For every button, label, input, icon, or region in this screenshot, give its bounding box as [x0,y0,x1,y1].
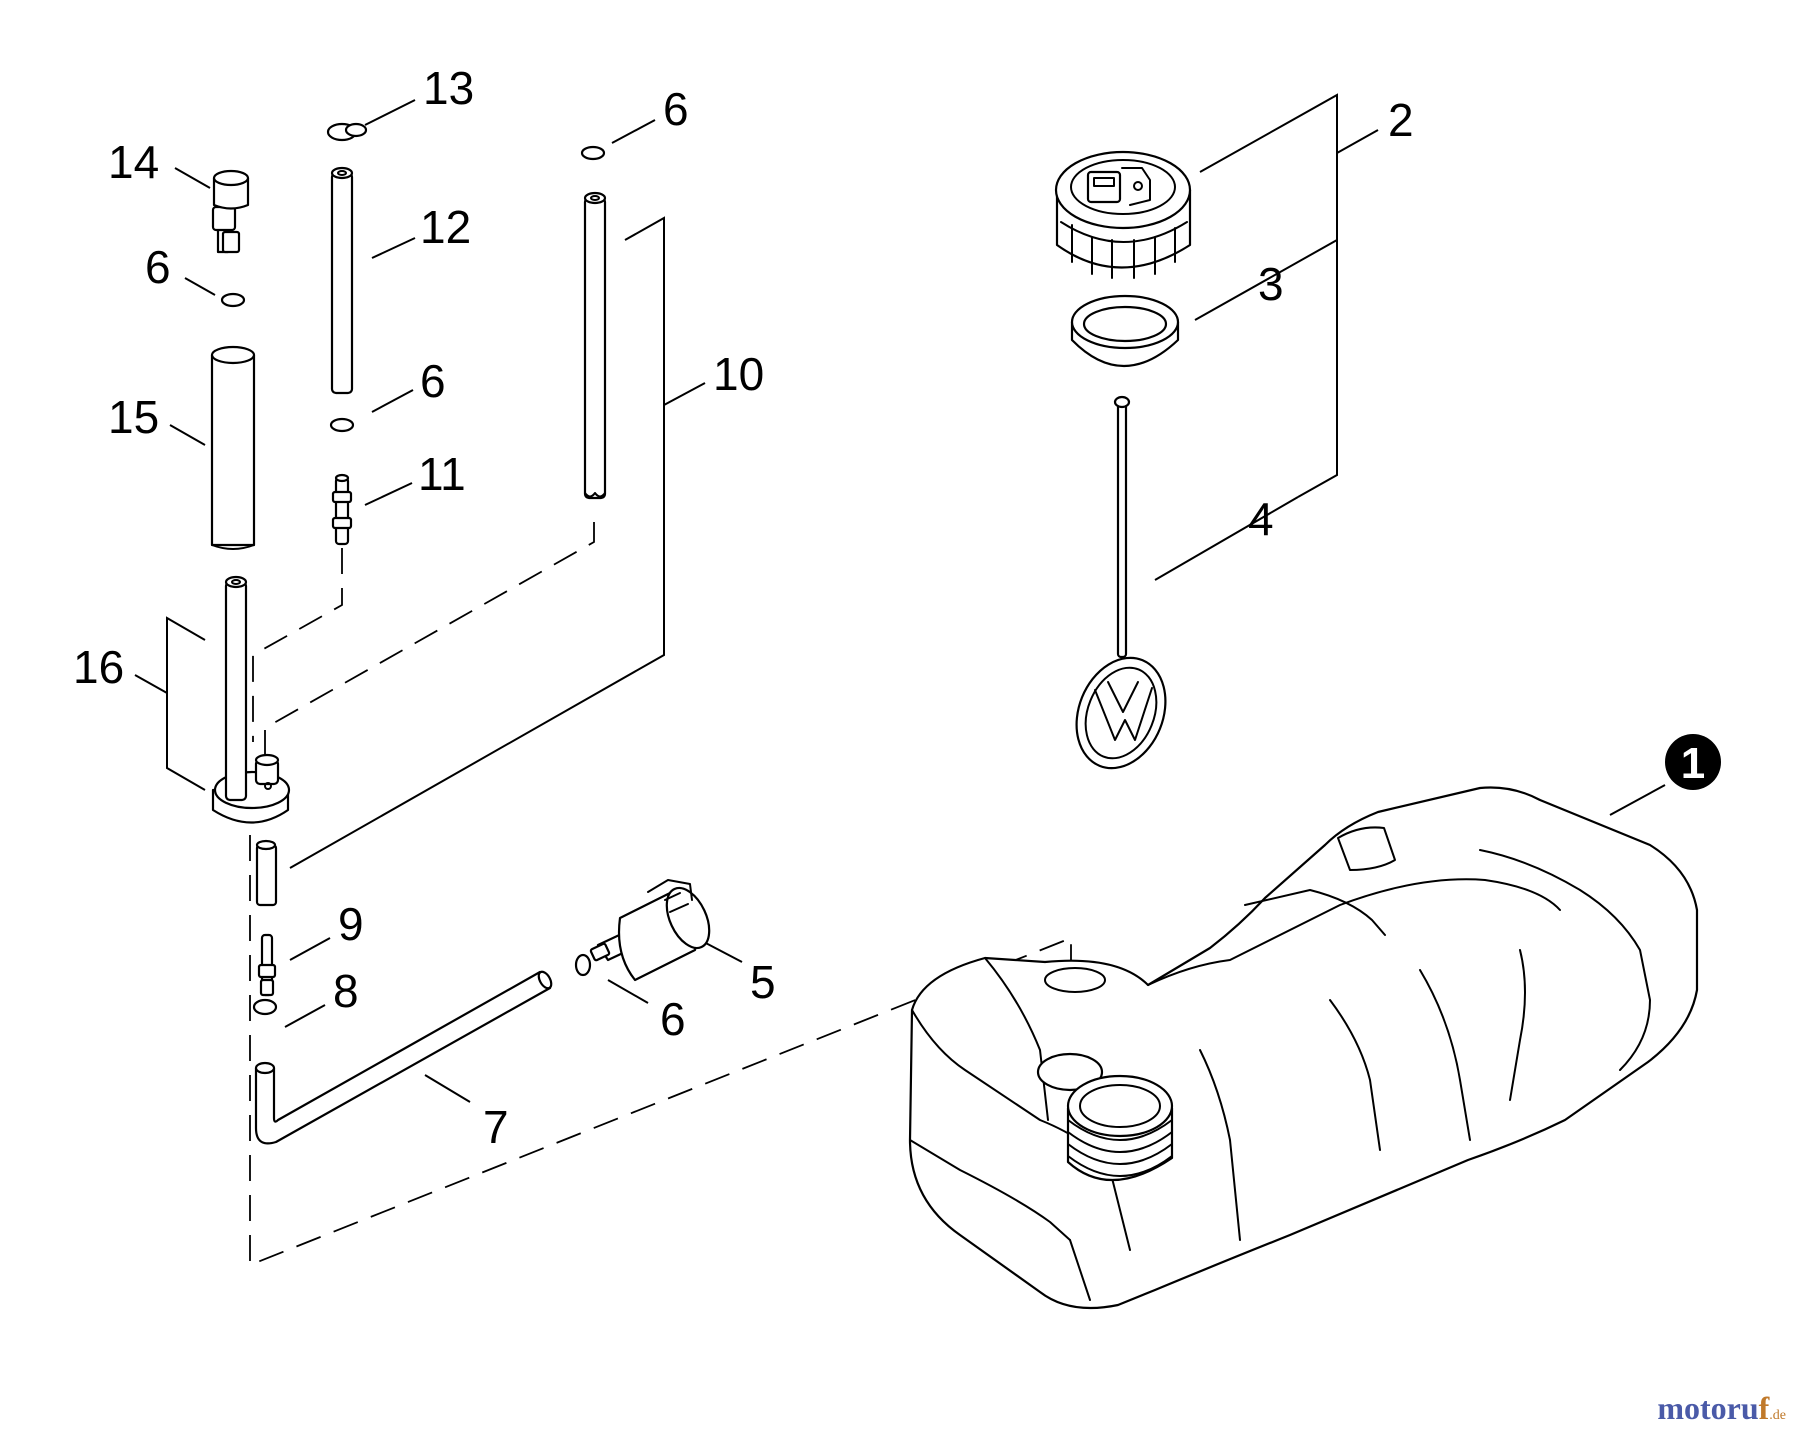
callout-12: 12 [420,201,471,253]
fitting-assembly-part-16 [211,575,291,824]
watermark-accent: f [1758,1390,1770,1426]
clip-part-13 [326,122,368,142]
watermark-logo: motoruf.de [1657,1390,1786,1427]
tube-part-12 [330,166,354,395]
callout-5: 5 [750,956,776,1008]
callout-6-middle: 6 [420,355,446,407]
callout-6-left: 6 [145,241,171,293]
dipstick-part-4 [1075,395,1167,770]
o-ring-middle [329,417,355,433]
callout-9: 9 [338,898,364,950]
o-ring-bottom [574,953,592,977]
callout-11: 11 [418,448,466,500]
callout-7: 7 [483,1101,509,1153]
leader-lines [134,93,1666,1103]
short-pipe [255,839,278,907]
o-ring-part-8 [252,998,278,1016]
callout-10: 10 [713,348,764,400]
watermark-tld: .de [1769,1408,1786,1423]
callout-15: 15 [108,391,159,443]
watermark-brand: motoru [1657,1390,1759,1426]
fuel-tank-part-1 [908,786,1699,1310]
callout-6-top-right: 6 [663,83,689,135]
callout-1: 1 [1681,739,1705,788]
callout-6-bottom: 6 [660,993,686,1045]
fuel-cap-part-2 [1054,150,1192,279]
callout-8: 8 [333,965,359,1017]
callout-labels: 13 6 2 14 12 6 3 10 6 15 11 4 16 9 5 8 6… [73,62,1414,1153]
fuel-filter-part-5 [589,879,711,982]
fitting-part-14 [211,169,250,254]
hose-part-7 [254,970,553,1145]
o-ring-left [220,292,246,308]
nipple-part-9 [257,933,277,997]
callout-14: 14 [108,136,159,188]
callout-4: 4 [1248,493,1274,545]
filler-neck [1066,1074,1174,1182]
callout-1-badge: 1 [1665,734,1721,790]
callout-3: 3 [1258,258,1284,310]
callout-2: 2 [1388,94,1414,146]
filter-sleeve-part-15 [210,345,256,550]
o-ring-top-right [580,145,606,161]
gasket-part-3 [1070,294,1180,368]
tube-part-10 [583,191,607,500]
callout-16: 16 [73,641,124,693]
callout-13: 13 [423,62,474,114]
connector-part-11 [331,473,353,546]
